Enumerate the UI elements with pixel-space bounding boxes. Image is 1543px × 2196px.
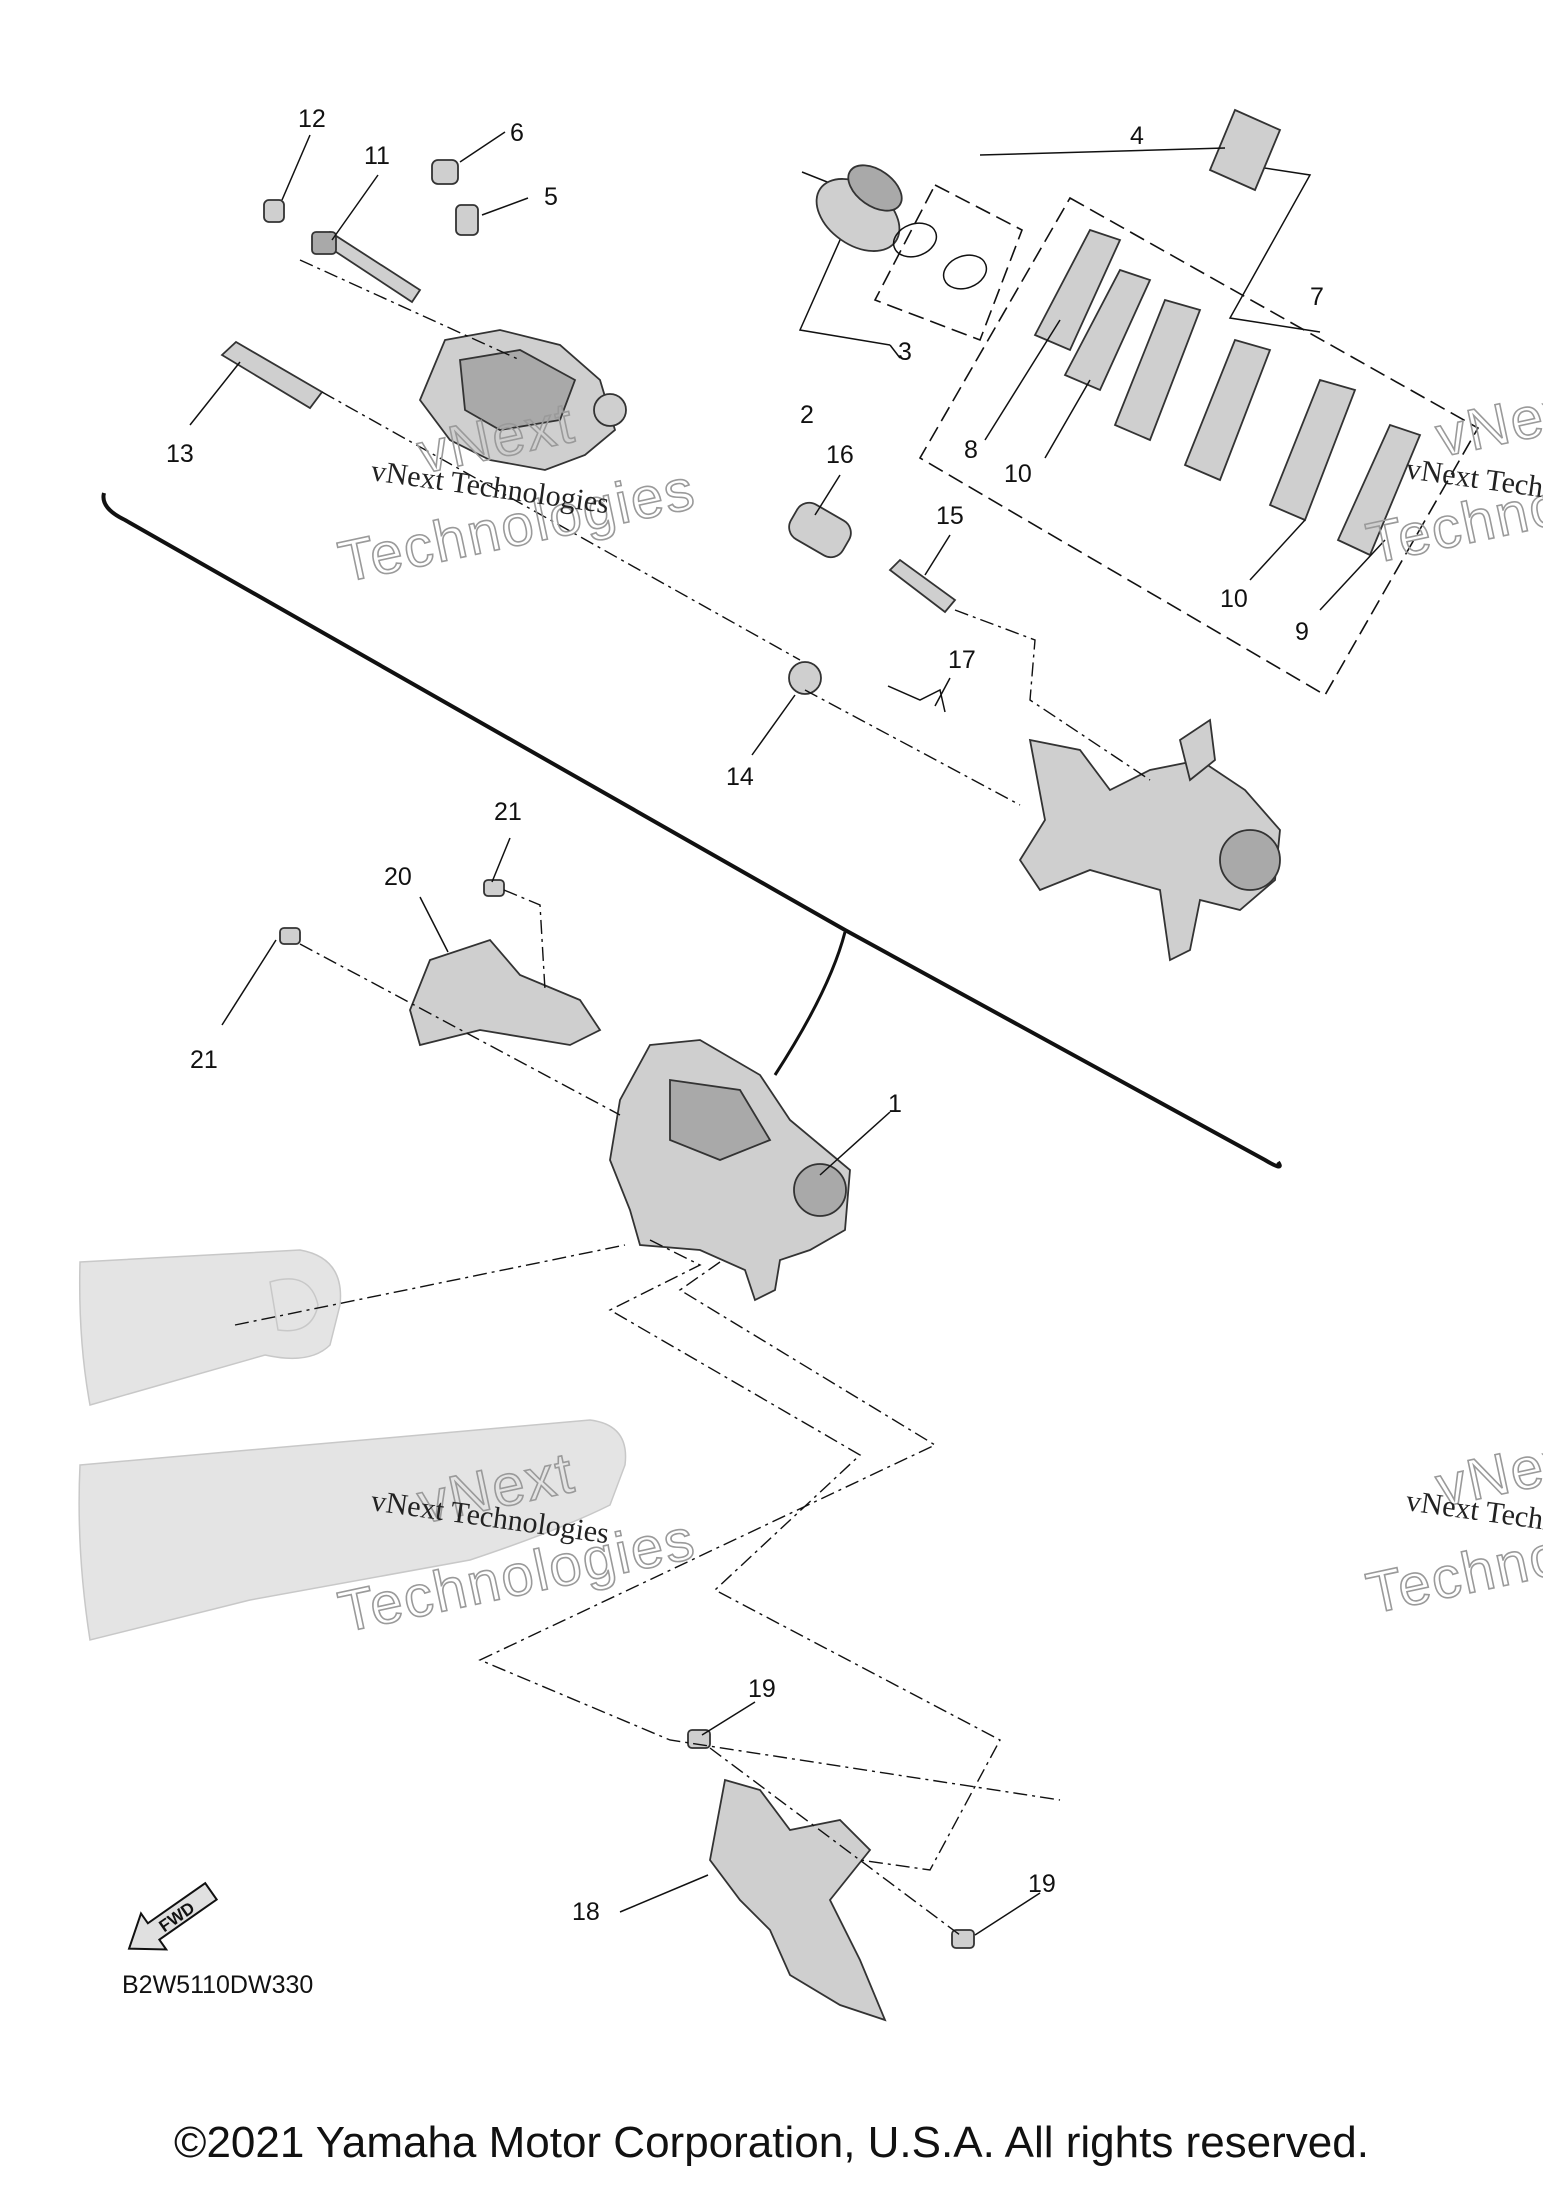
bleeder-cap-12: [263, 199, 285, 223]
hose-guide-20: [409, 938, 602, 1047]
seals-3: [892, 222, 988, 290]
callout-10b: 10: [1220, 585, 1248, 613]
pads-set: [1033, 228, 1422, 557]
callout-2: 2: [800, 401, 814, 429]
swingarm-ghost: [78, 1249, 627, 1641]
assembly-brace: [101, 492, 1282, 1169]
callout-3: 3: [898, 338, 912, 366]
svg-text:vNext: vNext: [1430, 373, 1543, 469]
pad-set-box: [918, 196, 1480, 697]
callout-18: 18: [572, 1898, 600, 1926]
callout-16: 16: [826, 441, 854, 469]
callout-6: 6: [510, 119, 524, 147]
bleeder-5: [455, 204, 479, 236]
bleeder-screw-6: [431, 159, 459, 185]
seal-kit-box: [873, 183, 1024, 342]
pin-bolt-11: [311, 230, 422, 304]
sleeve-16: [788, 501, 852, 559]
screw-21a: [483, 879, 505, 897]
callout-13: 13: [166, 440, 194, 468]
copyright-notice: ©2021 Yamaha Motor Corporation, U.S.A. A…: [174, 2118, 1369, 2167]
callout-1: 1: [888, 1090, 902, 1118]
caliper-assembly-1: [609, 1039, 851, 1302]
bolt-19b: [951, 1929, 975, 1949]
callout-12: 12: [298, 105, 326, 133]
bolt-15: [888, 558, 957, 614]
clip-17: [887, 685, 946, 713]
callout-14: 14: [726, 763, 754, 791]
pad-spring-4: [1208, 108, 1282, 192]
callout-8: 8: [964, 436, 978, 464]
caliper-body-upper: [418, 329, 627, 471]
boot-14: [788, 661, 822, 695]
callout-20: 20: [384, 863, 412, 891]
fwd-arrow-icon: FWD: [127, 1881, 219, 1951]
disc-guard-18: [709, 1778, 887, 2022]
callout-9: 9: [1295, 618, 1309, 646]
callout-17: 17: [948, 646, 976, 674]
callout-11: 11: [364, 142, 390, 170]
callout-19a: 19: [748, 1675, 776, 1703]
diagram-code: B2W5110DW330: [122, 1971, 313, 1999]
callout-21b: 21: [190, 1046, 218, 1074]
callout-21a: 21: [494, 798, 522, 826]
callout-7: 7: [1310, 283, 1324, 311]
screw-21b: [279, 927, 301, 945]
caliper-bracket-upper: [1018, 718, 1281, 962]
pin-bolt-13: [220, 340, 324, 410]
brace-connector: [773, 931, 847, 1076]
callout-5: 5: [544, 183, 558, 211]
callout-19b: 19: [1028, 1870, 1056, 1898]
callout-15: 15: [936, 502, 964, 530]
callout-10a: 10: [1004, 460, 1032, 488]
piston-2: [815, 164, 903, 252]
callout-4: 4: [1130, 122, 1144, 150]
